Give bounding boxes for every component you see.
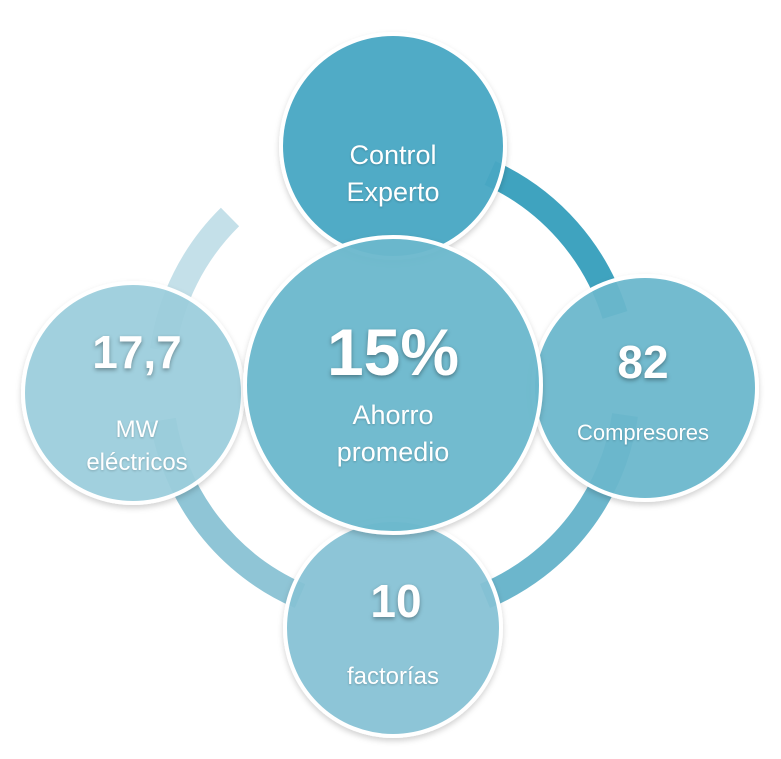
- bottom-value: 10: [370, 575, 422, 627]
- left-value: 17,7: [92, 326, 182, 378]
- right-value: 82: [617, 336, 669, 388]
- center-value: 15%: [326, 315, 460, 389]
- circle-center: [243, 235, 543, 535]
- left-label-line2: eléctricos: [86, 449, 188, 476]
- center-label-line2: promedio: [336, 437, 450, 467]
- left-label-line1: MW: [115, 416, 159, 443]
- circle-bottom: [283, 518, 503, 738]
- right-label: Compresores: [576, 420, 710, 445]
- circle-left: [21, 281, 245, 505]
- bottom-label: factorías: [346, 663, 440, 690]
- top-label-line2: Experto: [346, 177, 440, 207]
- center-label-line1: Ahorro: [352, 400, 434, 430]
- top-label-line1: Control: [349, 140, 437, 170]
